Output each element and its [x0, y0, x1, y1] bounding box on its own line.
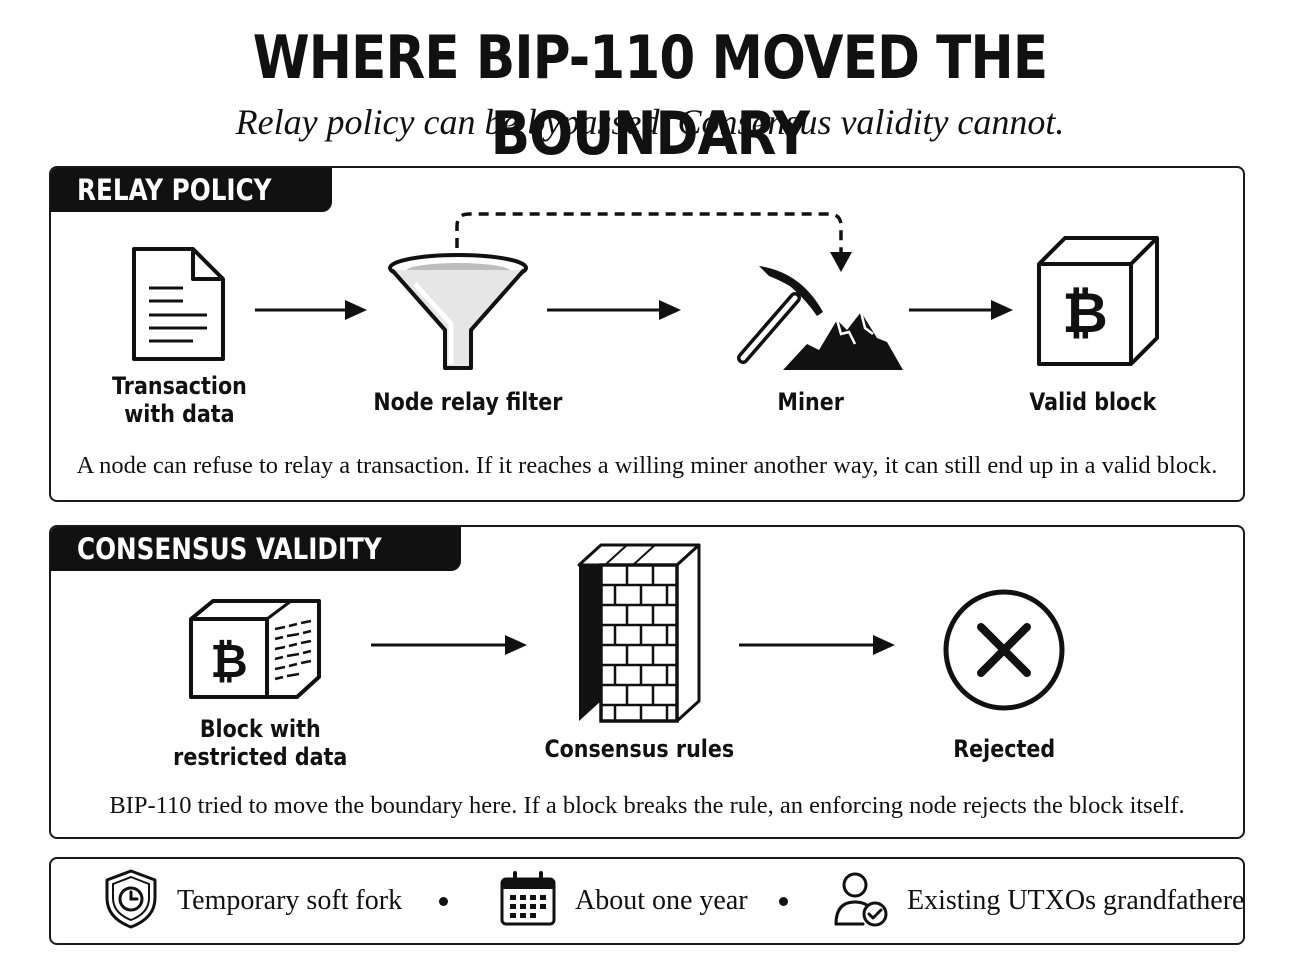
- page-title: WHERE BIP-110 MOVED THE BOUNDARY: [252, 23, 1048, 169]
- footer-item-utxos: Existing UTXOs grandfathered: [833, 859, 1245, 943]
- funnel-icon: [385, 250, 531, 372]
- pickaxe-mountain-icon: [729, 258, 905, 372]
- bitcoin-block-icon: ₿: [1035, 234, 1161, 368]
- footer-utxos-text: Existing UTXOs grandfathered: [907, 885, 1245, 916]
- relay-policy-tag: RELAY POLICY: [51, 168, 332, 212]
- shield-clock-icon: [103, 868, 159, 935]
- consensus-rules-label: Consensus rules: [544, 735, 735, 763]
- consensus-validity-note: BIP-110 tried to move the boundary here.…: [109, 792, 1185, 819]
- svg-text:₿: ₿: [1062, 281, 1108, 346]
- footer-duration-text: About one year: [575, 885, 748, 916]
- user-check-icon: [833, 870, 889, 933]
- footer-soft-fork-text: Temporary soft fork: [177, 885, 403, 916]
- document-icon: [131, 246, 227, 362]
- flow-arrow: [255, 300, 367, 320]
- flow-arrow: [739, 635, 895, 655]
- flow-arrow: [547, 300, 681, 320]
- footer-item-soft-fork: Temporary soft fork: [103, 859, 402, 943]
- brick-wall-icon: [575, 541, 703, 725]
- miner-label: Miner: [777, 388, 845, 416]
- consensus-validity-tag: CONSENSUS VALIDITY: [51, 527, 462, 571]
- svg-text:₿: ₿: [210, 634, 248, 688]
- bypass-dashed-arrow: [455, 212, 852, 272]
- rejected-label: Rejected: [953, 735, 1055, 763]
- footer-panel: Temporary soft fork About one year: [49, 857, 1245, 945]
- rejected-x-icon: [941, 587, 1067, 713]
- separator-dot: [779, 897, 788, 906]
- bitcoin-data-block-icon: ₿: [187, 597, 323, 701]
- separator-dot: [439, 897, 448, 906]
- flow-arrow: [371, 635, 527, 655]
- node-relay-filter-label: Node relay filter: [373, 388, 563, 416]
- calendar-icon: [499, 870, 557, 932]
- page-subtitle: Relay policy can be bypassed. Consensus …: [235, 102, 1065, 142]
- valid-block-label: Valid block: [1029, 388, 1157, 416]
- footer-item-duration: About one year: [499, 859, 748, 943]
- relay-policy-note: A node can refuse to relay a transaction…: [76, 452, 1218, 479]
- flow-arrow: [909, 300, 1013, 320]
